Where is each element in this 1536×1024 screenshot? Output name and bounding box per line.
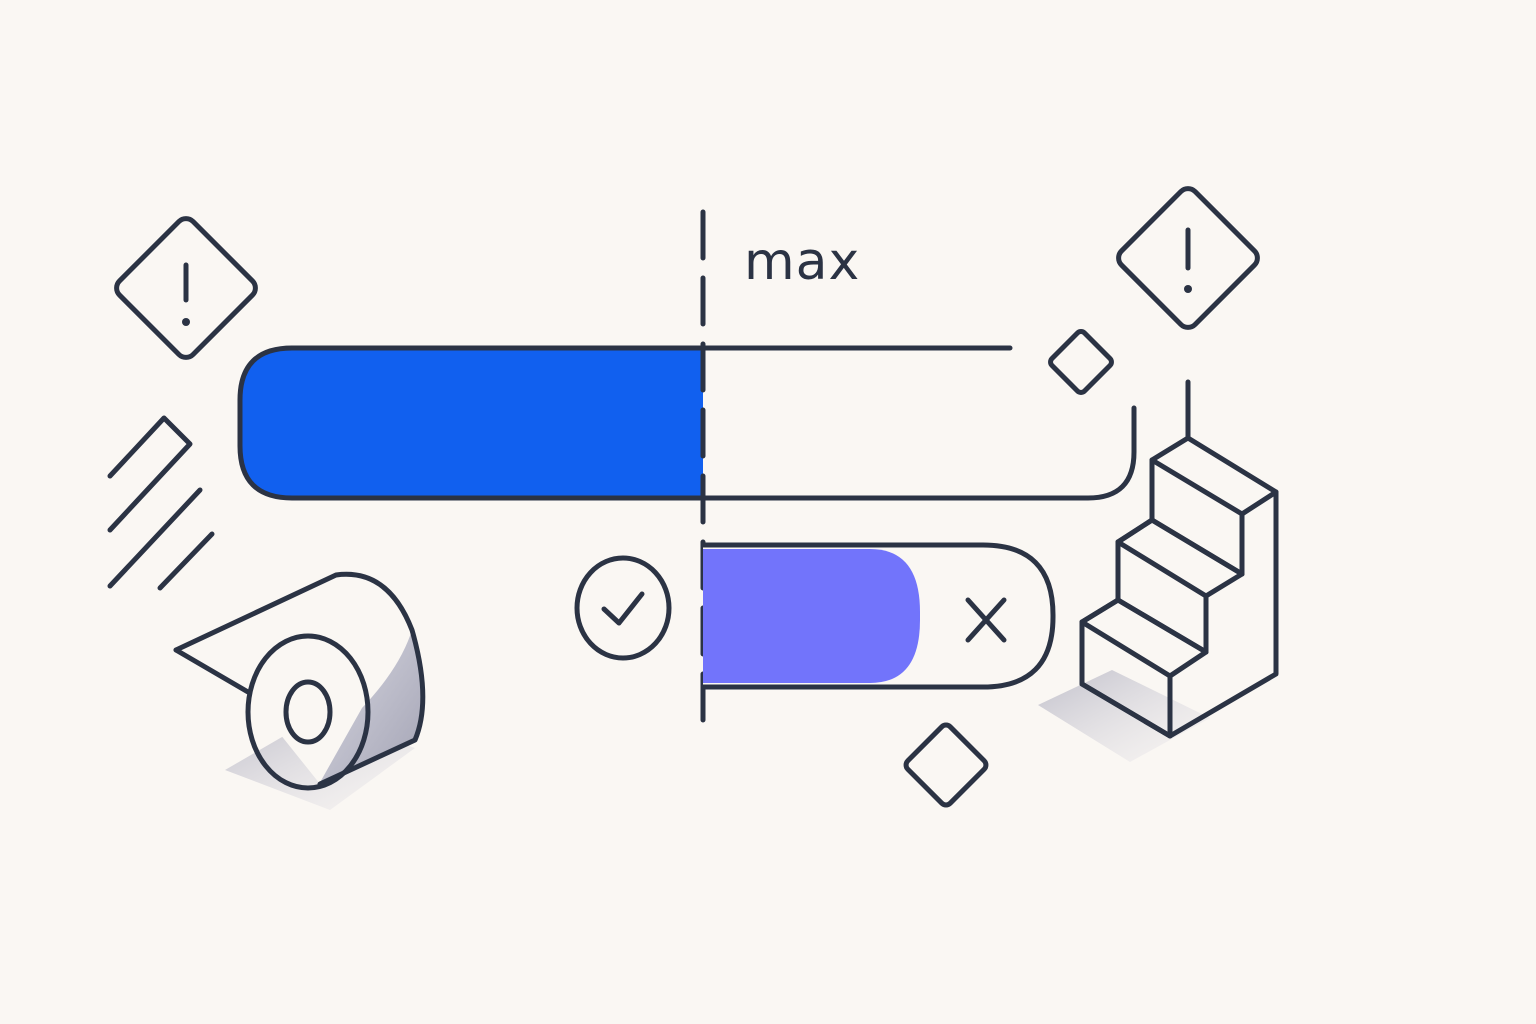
check-circle-icon[interactable] (574, 555, 672, 661)
toggle-fill (703, 549, 920, 683)
diamond-icon-bottom (903, 722, 989, 808)
progress-track-bottom (700, 405, 1137, 501)
toggle-switch[interactable] (700, 542, 1056, 690)
diamond-icon-top (1048, 329, 1114, 395)
stairs-shadow (1038, 670, 1210, 762)
tape-roll-icon (173, 571, 426, 810)
stairs-icon (1038, 379, 1279, 762)
speed-lines-icon (107, 415, 215, 591)
warning-diamond-icon-left (114, 216, 258, 360)
progress-bar-outline (237, 345, 706, 501)
max-label: max (744, 232, 861, 292)
warning-diamond-icon-right (1116, 186, 1260, 330)
x-icon[interactable] (965, 597, 1007, 643)
progress-bar (237, 345, 1137, 501)
toggle-outline (700, 542, 1056, 690)
